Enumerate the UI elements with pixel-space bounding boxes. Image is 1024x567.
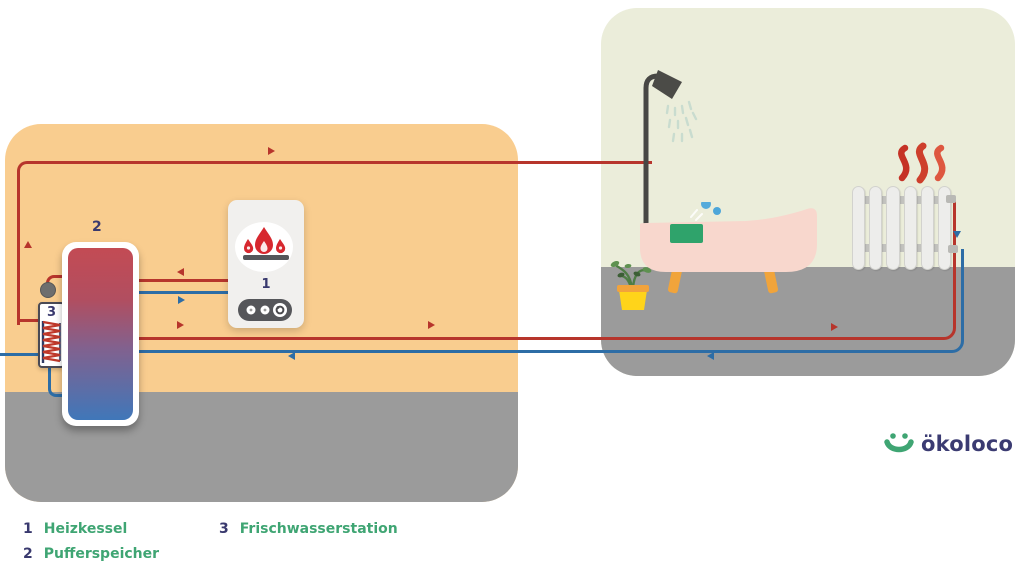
radiator-fins xyxy=(852,186,952,270)
pipe-heating-return xyxy=(135,249,964,353)
legend-item-heizkessel: 1 Heizkessel xyxy=(23,521,127,537)
flow-arrow-left-icon xyxy=(177,268,184,276)
heat-waves-icon xyxy=(898,142,946,184)
tank-number-label: 2 xyxy=(92,219,102,235)
pipe-boiler-supply xyxy=(135,279,230,282)
boiler-number-label: 1 xyxy=(261,277,271,292)
circulation-pump-icon xyxy=(40,282,56,298)
fresh-water-station: 3 xyxy=(38,302,65,368)
station-number-label: 3 xyxy=(46,305,57,320)
legend-item-pufferspeicher: 2 Pufferspeicher xyxy=(23,546,159,562)
flow-arrow-right-icon xyxy=(178,296,185,304)
legend-number: 3 xyxy=(219,521,229,537)
radiator-return-connector xyxy=(948,245,958,253)
legend-number: 1 xyxy=(23,521,33,537)
radiator-supply-connector xyxy=(946,195,956,203)
flow-arrow-left-icon xyxy=(707,352,714,360)
radiator-icon xyxy=(852,186,952,270)
legend-item-frischwasserstation: 3 Frischwasserstation xyxy=(219,521,398,537)
radiator-manifold-bottom xyxy=(852,244,951,252)
boiler-control-panel xyxy=(238,299,292,321)
control-knobs-icon xyxy=(246,303,287,317)
flame-icon xyxy=(244,227,286,254)
flow-arrow-right-icon xyxy=(177,321,184,329)
radiator-manifold-top xyxy=(852,196,951,204)
heat-exchanger-coil-icon xyxy=(41,320,61,363)
flow-arrow-right-icon xyxy=(268,147,275,155)
brand-logo: ökoloco xyxy=(884,430,1013,457)
legend-label: Pufferspeicher xyxy=(43,546,160,562)
bathtub-icon xyxy=(640,202,817,294)
pipe-hot-water-supply xyxy=(17,161,652,325)
legend-label: Heizkessel xyxy=(43,521,128,537)
pipe-cold-water-inlet xyxy=(0,353,42,356)
pipe-hot-water-station-stub xyxy=(17,319,41,322)
tank-temperature-gradient xyxy=(68,248,133,420)
pipe-boiler-return xyxy=(135,291,230,294)
shower-icon xyxy=(643,70,698,228)
legend-label: Frischwasserstation xyxy=(239,521,398,537)
flow-arrow-right-icon xyxy=(831,323,838,331)
flow-arrow-up-icon xyxy=(24,241,32,248)
soap-icon xyxy=(670,224,703,243)
smiley-icon xyxy=(884,433,914,453)
pipe-station-return-to-tank xyxy=(48,367,69,397)
flow-arrow-left-icon xyxy=(288,352,295,360)
plant-icon xyxy=(610,261,652,310)
flow-arrow-down-icon xyxy=(953,231,961,238)
flow-arrow-right-icon xyxy=(428,321,435,329)
buffer-storage-tank xyxy=(62,242,139,426)
legend-number: 2 xyxy=(23,546,33,562)
pipe-heating-supply xyxy=(135,200,956,340)
logo-text: ökoloco xyxy=(921,431,1014,456)
burner-grate xyxy=(243,255,289,260)
